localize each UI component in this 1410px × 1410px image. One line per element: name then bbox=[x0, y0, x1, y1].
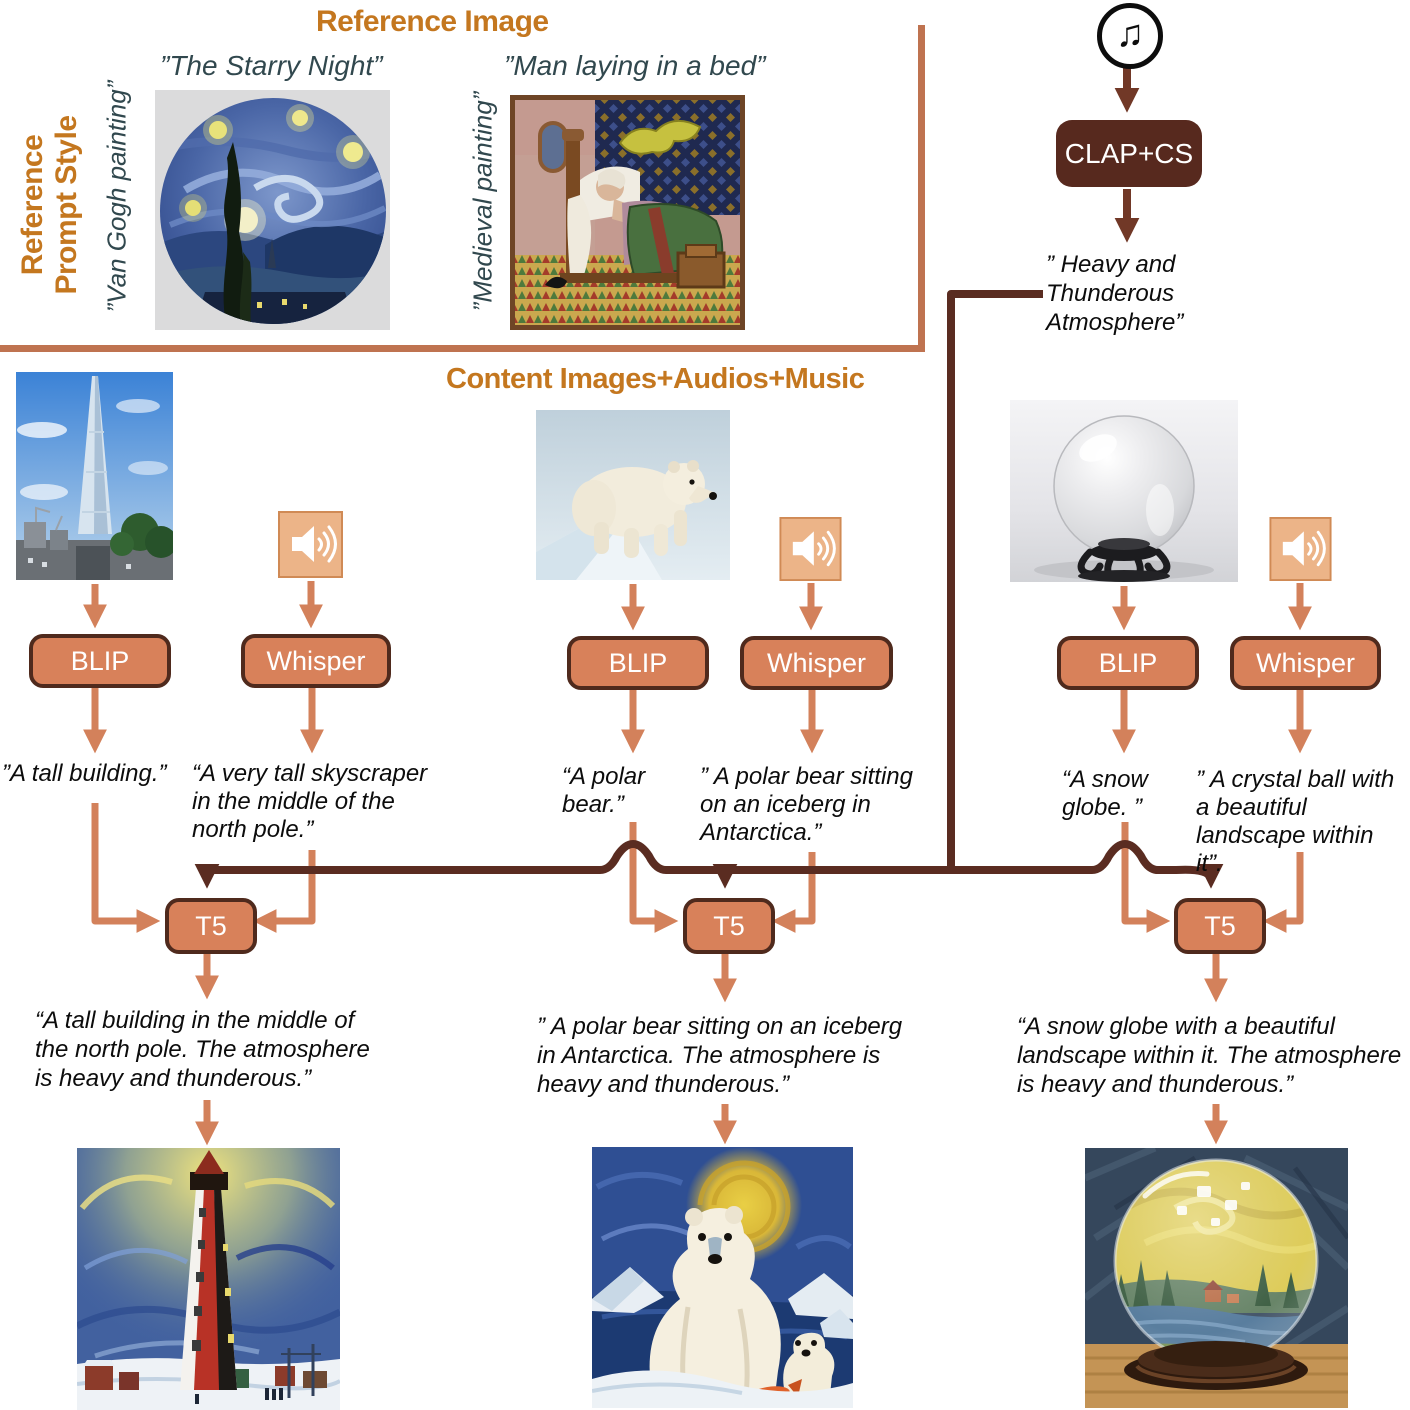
blip-caption-1: ”A tall building.” bbox=[2, 760, 167, 787]
medieval-reference-image bbox=[510, 95, 745, 330]
man-in-bed-caption: ”Man laying in a bed” bbox=[504, 50, 766, 81]
final-prompt-3: “A snow globe with a beautiful landscape… bbox=[1017, 1013, 1402, 1098]
whisper-caption-2: ” A polar bear sitting on an iceberg in … bbox=[700, 763, 913, 846]
whisper-caption-3: ” A crystal ball with a beautiful landsc… bbox=[1196, 766, 1395, 877]
whisper-box-2: Whisper bbox=[740, 636, 893, 690]
whisper-box-1: Whisper bbox=[241, 634, 391, 688]
elbow-caption2a-to-t5 bbox=[629, 822, 679, 933]
reference-bracket-horizontal bbox=[0, 345, 925, 352]
content-section-title: Content Images+Audios+Music bbox=[446, 363, 865, 395]
audio-speaker-icon-3 bbox=[1268, 517, 1333, 581]
polar-bear-content-image bbox=[536, 410, 730, 580]
clap-cs-box: CLAP+CS bbox=[1056, 120, 1202, 187]
reference-bracket-vertical bbox=[918, 25, 925, 352]
van-gogh-style-label: ”Van Gogh painting” bbox=[101, 80, 132, 313]
blip-box-3: BLIP bbox=[1057, 636, 1199, 690]
t5-box-2: T5 bbox=[683, 898, 775, 954]
audio-speaker-icon-2 bbox=[778, 517, 843, 581]
whisper-caption-1: “A very tall skyscraper in the middle of… bbox=[192, 760, 428, 843]
t5-box-3: T5 bbox=[1174, 898, 1266, 954]
output-polar-bear-painting bbox=[592, 1147, 853, 1408]
reference-prompt-style-label: Reference Prompt Style bbox=[16, 115, 83, 295]
starry-night-reference-image bbox=[155, 90, 390, 330]
blip-box-2: BLIP bbox=[567, 636, 709, 690]
blip-caption-3: “A snow globe. ” bbox=[1062, 766, 1148, 821]
wire-atmosphere-down bbox=[947, 290, 1043, 870]
final-prompt-1: “A tall building in the middle of the no… bbox=[35, 1007, 370, 1092]
starry-night-caption: ”The Starry Night” bbox=[160, 50, 383, 81]
audio-speaker-icon-1 bbox=[278, 511, 343, 578]
final-prompt-2: ” A polar bear sitting on an iceberg in … bbox=[537, 1013, 903, 1098]
output-snow-globe-painting bbox=[1085, 1148, 1348, 1408]
blip-box-1: BLIP bbox=[29, 634, 171, 688]
skyscraper-content-image bbox=[16, 372, 173, 580]
elbow-caption2b-to-t5 bbox=[771, 852, 816, 933]
elbow-caption1b-to-t5 bbox=[252, 850, 316, 933]
blip-caption-2: “A polar bear.” bbox=[562, 763, 646, 818]
elbow-caption3a-to-t5 bbox=[1121, 822, 1171, 933]
output-lighthouse-painting bbox=[77, 1148, 340, 1410]
whisper-box-3: Whisper bbox=[1230, 636, 1381, 690]
medieval-style-label: ”Medieval painting” bbox=[467, 91, 498, 312]
crystal-ball-content-image bbox=[1010, 400, 1238, 582]
wire-trunk-left-to-t5-1 bbox=[194, 840, 951, 889]
wire-trunk-right-to-t5-3 bbox=[951, 840, 1224, 889]
t5-box-1: T5 bbox=[165, 898, 257, 954]
music-output-text: ” Heavy and Thunderous Atmosphere” bbox=[1046, 251, 1184, 336]
music-note-icon: ♫ bbox=[1097, 3, 1163, 69]
elbow-caption1a-to-t5 bbox=[91, 803, 161, 933]
reference-section-title: Reference Image bbox=[316, 5, 549, 38]
